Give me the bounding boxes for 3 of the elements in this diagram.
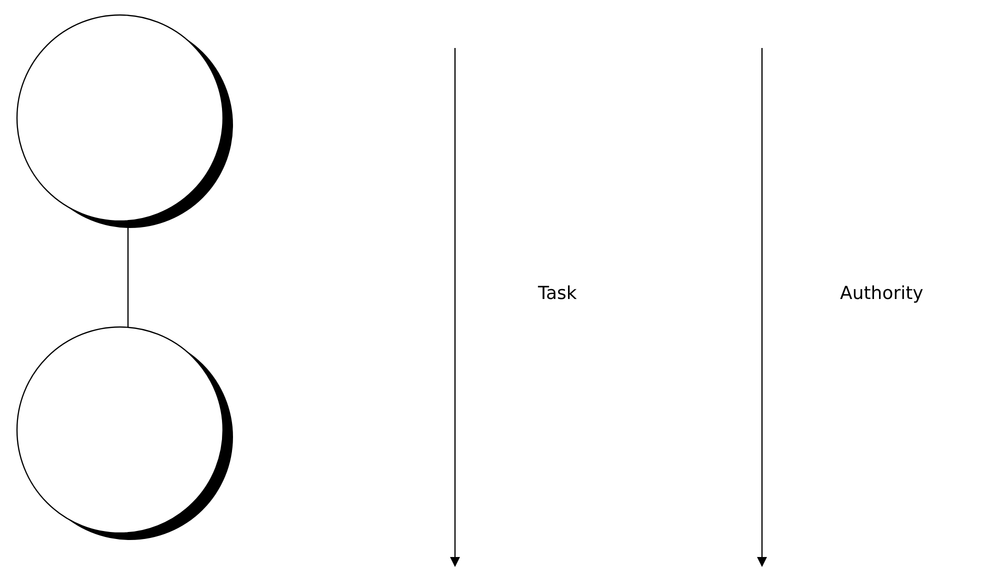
connector-line: [127, 228, 129, 327]
arrow-label: Authority: [840, 283, 924, 304]
arrow-label: Task: [538, 283, 577, 304]
